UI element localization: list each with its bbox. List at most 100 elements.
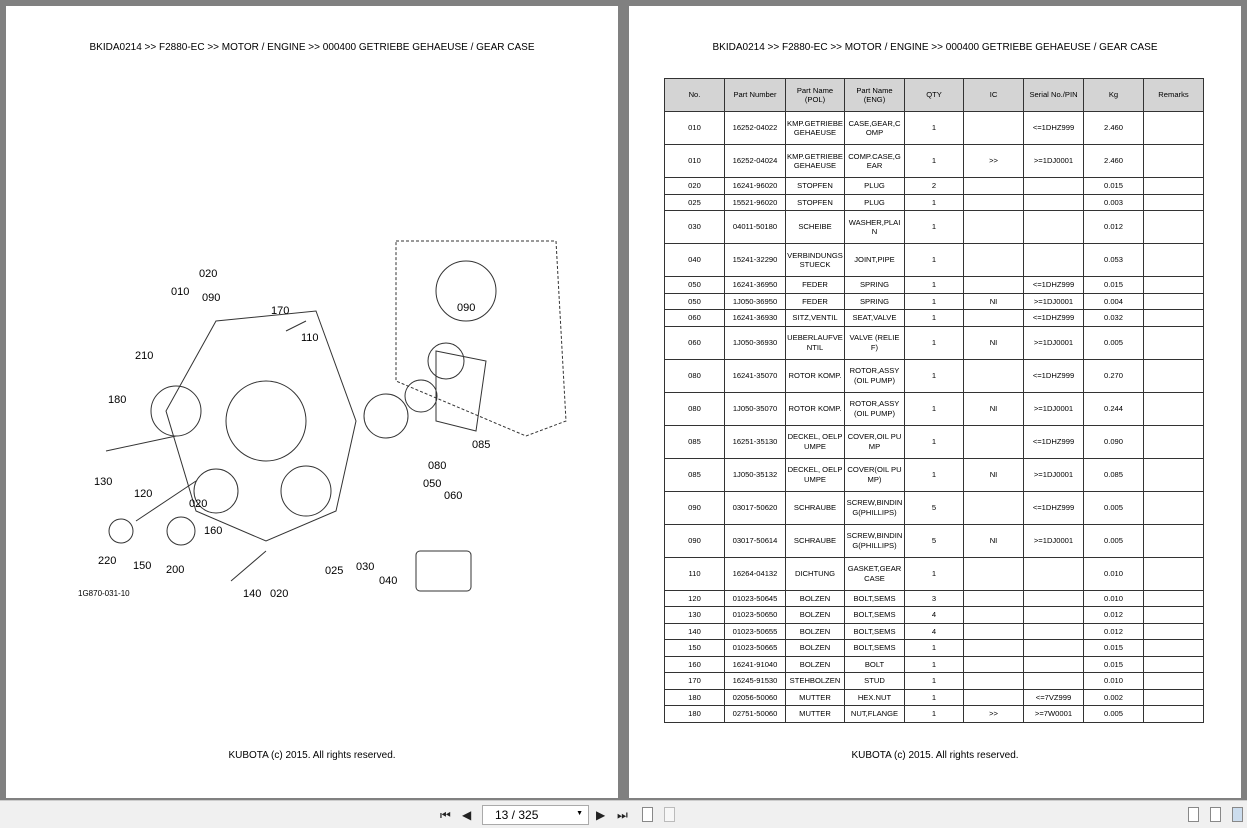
table-cell: SPRING — [844, 276, 905, 294]
column-header: Remarks — [1143, 78, 1204, 112]
table-cell — [963, 111, 1024, 145]
table-cell — [963, 556, 1024, 591]
svg-text:220: 220 — [98, 555, 116, 567]
table-cell: 16241-91040 — [724, 655, 786, 673]
table-cell — [963, 243, 1024, 277]
table-cell: KMP.GETRIEBEGEHAEUSE — [785, 111, 845, 145]
table-cell: SEAT,VALVE — [844, 309, 905, 327]
table-cell: 16252-04022 — [724, 111, 786, 145]
table-cell: NI — [963, 523, 1024, 558]
table-cell: 110 — [664, 556, 725, 591]
table-cell — [1023, 243, 1084, 277]
table-cell: FEDER — [785, 276, 845, 294]
table-cell: 1 — [904, 210, 964, 244]
svg-text:080: 080 — [428, 460, 446, 472]
table-cell — [1143, 325, 1204, 360]
table-cell: 0.012 — [1083, 606, 1144, 624]
svg-text:020: 020 — [270, 588, 288, 600]
table-cell: 1 — [904, 111, 964, 145]
table-cell: STEHBOLZEN — [785, 672, 845, 690]
fit-width-icon[interactable] — [664, 807, 675, 822]
table-cell: 130 — [664, 606, 725, 624]
table-cell: >=1DJ0001 — [1023, 292, 1084, 310]
page-number-select[interactable]: 13 / 325▼ — [482, 805, 589, 825]
table-cell: 5 — [904, 490, 964, 525]
table-cell: ROTOR KOMP. — [785, 391, 845, 426]
svg-text:050: 050 — [423, 478, 441, 490]
table-cell: 0.015 — [1083, 639, 1144, 657]
table-cell: 1 — [904, 276, 964, 294]
page-right-parts-list: BKIDA0214 >> F2880-EC >> MOTOR / ENGINE … — [629, 6, 1241, 798]
svg-text:020: 020 — [199, 268, 217, 280]
chevron-down-icon: ▼ — [576, 810, 583, 817]
table-cell: 0.032 — [1083, 309, 1144, 327]
table-cell: 0.005 — [1083, 325, 1144, 360]
table-cell: 0.010 — [1083, 556, 1144, 591]
next-page-icon[interactable]: ▶ — [596, 808, 606, 822]
table-cell: 16241-36950 — [724, 276, 786, 294]
svg-text:120: 120 — [134, 488, 152, 500]
two-page-view-icon[interactable] — [1232, 807, 1243, 822]
table-cell: <=1DHZ999 — [1023, 490, 1084, 525]
table-cell — [1143, 243, 1204, 277]
table-cell — [1143, 589, 1204, 607]
table-cell: 1 — [904, 556, 964, 591]
table-cell: <=7VZ999 — [1023, 688, 1084, 706]
table-cell: PLUG — [844, 193, 905, 211]
table-cell: 060 — [664, 325, 725, 360]
table-cell: BOLZEN — [785, 639, 845, 657]
svg-text:090: 090 — [202, 292, 220, 304]
svg-text:040: 040 — [379, 575, 397, 587]
svg-text:085: 085 — [472, 439, 490, 451]
table-cell: SITZ,VENTIL — [785, 309, 845, 327]
table-cell: 16241-36930 — [724, 309, 786, 327]
table-cell: 060 — [664, 309, 725, 327]
table-cell: 180 — [664, 705, 725, 723]
table-cell: >=1DJ0001 — [1023, 391, 1084, 426]
table-cell: <=1DHZ999 — [1023, 424, 1084, 459]
first-page-button[interactable]: ⏮ — [440, 808, 451, 822]
table-cell: 16252-04024 — [724, 144, 786, 178]
table-cell: BOLT,SEMS — [844, 589, 905, 607]
single-page-view-icon[interactable] — [1188, 807, 1199, 822]
table-cell: BOLZEN — [785, 655, 845, 673]
table-cell — [1143, 210, 1204, 244]
table-cell: BOLT,SEMS — [844, 639, 905, 657]
table-cell: 0.012 — [1083, 622, 1144, 640]
continuous-view-icon[interactable] — [1210, 807, 1221, 822]
table-cell: FEDER — [785, 292, 845, 310]
table-cell: 020 — [664, 177, 725, 195]
table-cell: 025 — [664, 193, 725, 211]
table-cell — [1023, 589, 1084, 607]
svg-text:130: 130 — [94, 476, 112, 488]
table-cell — [963, 358, 1024, 393]
table-cell: 1 — [904, 705, 964, 723]
prev-page-icon[interactable]: ◀ — [462, 808, 472, 822]
table-cell: <=1DHZ999 — [1023, 111, 1084, 145]
fit-page-icon[interactable] — [642, 807, 653, 822]
table-cell: 01023-50650 — [724, 606, 786, 624]
table-cell: 180 — [664, 688, 725, 706]
breadcrumb: BKIDA0214 >> F2880-EC >> MOTOR / ENGINE … — [712, 42, 1158, 53]
table-cell: SCHRAUBE — [785, 523, 845, 558]
table-cell: BOLT,SEMS — [844, 606, 905, 624]
last-page-button[interactable]: ⏭ — [617, 808, 628, 822]
table-cell — [1143, 292, 1204, 310]
table-cell: 01023-50665 — [724, 639, 786, 657]
